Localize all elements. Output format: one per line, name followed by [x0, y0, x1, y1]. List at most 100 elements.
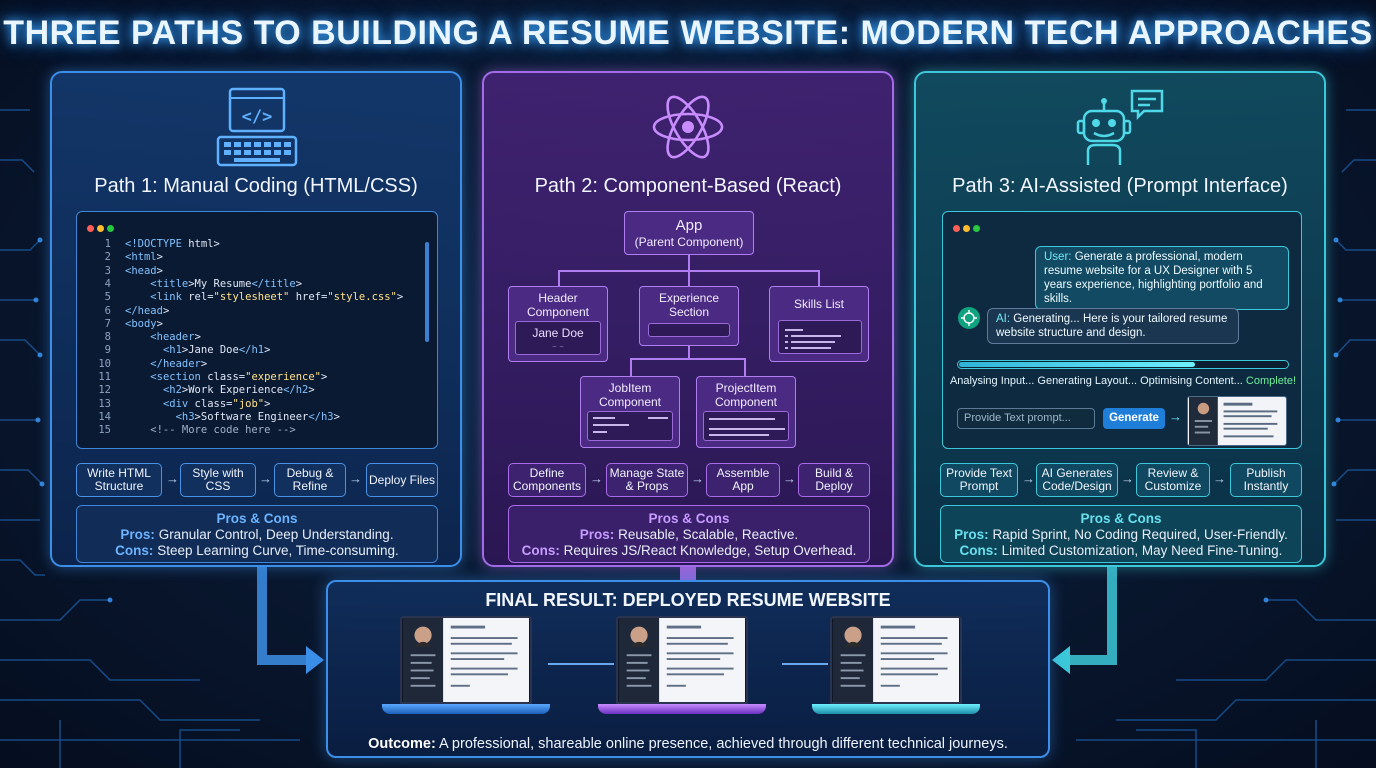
code-line: 12 <h2>Work Experience</h2> [77, 384, 315, 397]
cons-text: Limited Customization, May Need Fine-Tun… [1001, 543, 1283, 558]
ai-message: Generating... Here is your tailored resu… [996, 313, 1228, 339]
laptop-base [598, 704, 766, 714]
step-build-deploy: Build & Deploy [798, 463, 870, 497]
code-text: <h3>Software Engineer</h3> [175, 410, 340, 423]
code-line: 9 <h1>Jane Doe</h1> [77, 344, 271, 356]
header-component-label: Header Component [526, 291, 590, 319]
step-ai-generates: AI Generates Code/Design [1036, 463, 1118, 497]
code-text: <!-- More code here --> [125, 424, 296, 437]
final-result-title: FINAL RESULT: DEPLOYED RESUME WEBSITE [485, 590, 891, 610]
status-text: Analysing Input... Generating Layout... … [943, 375, 1303, 387]
tree-connector [688, 255, 690, 271]
arrow-right-icon: → [259, 471, 272, 486]
line-number: 8 [104, 331, 111, 344]
code-line: 6</head> [77, 304, 170, 317]
ai-message-bubble: AI: Generating... Here is your tailored … [987, 308, 1239, 344]
laptop-connector-lines [548, 663, 828, 665]
laptop-cyan [812, 616, 980, 732]
skills-list-node: Skills List [769, 286, 869, 362]
status-steps: Analysing Input... Generating Layout... … [949, 375, 1243, 387]
maximize-dot-icon[interactable] [107, 225, 114, 232]
line-number: 11 [98, 371, 111, 383]
cons-text: Steep Learning Curve, Time-consuming. [157, 543, 399, 558]
tree-connector [744, 358, 746, 376]
generate-button[interactable]: Generate [1103, 408, 1165, 429]
status-complete: Complete! [1245, 375, 1297, 387]
code-line: 11 <section class="experience"> [77, 371, 327, 383]
tree-connector [630, 358, 632, 376]
outcome-body: A professional, shareable online presenc… [439, 736, 1008, 752]
path3-title: Path 3: AI-Assisted (Prompt Interface) [952, 175, 1288, 197]
code-text: <section class="experience"> [150, 371, 328, 383]
code-line: 4 <title>My Resume</title> [77, 278, 302, 290]
code-text: <html> [125, 251, 163, 264]
code-text: </header> [150, 357, 208, 370]
cons-label: Cons: [521, 543, 560, 558]
projectitem-component-node: ProjectItem Component [696, 376, 796, 448]
arrow-right-icon: → [349, 471, 362, 486]
user-message: Generate a professional, modern resume w… [1044, 251, 1263, 305]
header-preview: Jane Doe — — [515, 321, 601, 355]
code-text: <link rel="stylesheet" href="style.css"> [150, 291, 404, 304]
outcome-text: Outcome: A professional, shareable onlin… [328, 736, 1048, 752]
robot-chat-icon [1076, 89, 1164, 165]
minimize-dot-icon[interactable] [963, 225, 970, 232]
pros-text: Rapid Sprint, No Coding Required, User-F… [992, 527, 1288, 542]
code-text: <head> [125, 264, 163, 277]
line-number: 14 [98, 410, 111, 423]
resume-site-screen [400, 616, 532, 704]
skills-preview [778, 320, 862, 354]
pros-text: Granular Control, Deep Understanding. [158, 527, 394, 542]
line-number: 15 [98, 424, 111, 437]
arrow-right-icon: → [590, 471, 603, 486]
tree-connector [630, 358, 746, 360]
projectitem-component-label: ProjectItem Component [714, 381, 778, 409]
code-line: 13 <div class="job"> [77, 398, 270, 410]
scrollbar[interactable] [425, 242, 429, 342]
header-preview-name: Jane Doe [532, 326, 584, 340]
arrow-right-icon: → [1022, 471, 1035, 486]
step-publish-instantly: Publish Instantly [1230, 463, 1302, 497]
pros-cons-heading: Pros & Cons [648, 511, 730, 526]
maximize-dot-icon[interactable] [973, 225, 980, 232]
step-deploy-files: Deploy Files [366, 463, 438, 497]
code-line: 8 <header> [77, 331, 201, 343]
line-number: 1 [104, 238, 111, 250]
code-text: <header> [150, 331, 201, 344]
tree-connector [688, 270, 690, 286]
laptop-base [382, 704, 550, 714]
code-text: <h2>Work Experience</h2> [162, 384, 315, 397]
window-controls [87, 219, 117, 237]
code-keyboard-icon: </> [216, 87, 298, 167]
pros-cons-heading: Pros & Cons [1080, 511, 1162, 526]
laptop-purple [598, 616, 766, 732]
jobitem-component-node: JobItem Component [580, 376, 680, 448]
ai-logo-icon [958, 307, 980, 329]
line-number: 2 [104, 251, 111, 264]
experience-section-node: Experience Section [639, 286, 739, 346]
main-title: THREE PATHS TO BUILDING A RESUME WEBSITE… [3, 14, 1373, 52]
laptop-base [812, 704, 980, 714]
minimize-dot-icon[interactable] [97, 225, 104, 232]
skills-list-label: Skills List [793, 297, 844, 311]
ai-label: AI: [996, 313, 1011, 325]
step-debug-refine: Debug & Refine [274, 463, 346, 497]
tree-connector [818, 270, 820, 286]
path3-pros-cons: Pros & Cons Pros: Rapid Sprint, No Codin… [940, 505, 1302, 563]
close-dot-icon[interactable] [953, 225, 960, 232]
experience-preview [648, 323, 730, 337]
code-line: 15 <!-- More code here --> [77, 424, 296, 437]
ai-prompt-window: User: Generate a professional, modern re… [942, 211, 1302, 449]
user-label: User: [1044, 251, 1072, 263]
prompt-input[interactable]: Provide Text prompt... [957, 408, 1095, 429]
code-text: <title>My Resume</title> [150, 277, 303, 290]
line-number: 3 [104, 264, 111, 277]
skills-bullets-icon [785, 329, 841, 349]
pros-label: Pros: [120, 527, 155, 542]
outcome-label: Outcome: [368, 736, 436, 752]
resume-site-screen [830, 616, 962, 704]
jobitem-preview [587, 411, 673, 441]
close-dot-icon[interactable] [87, 225, 94, 232]
code-text: </head> [125, 304, 170, 317]
user-message-bubble: User: Generate a professional, modern re… [1035, 246, 1289, 310]
